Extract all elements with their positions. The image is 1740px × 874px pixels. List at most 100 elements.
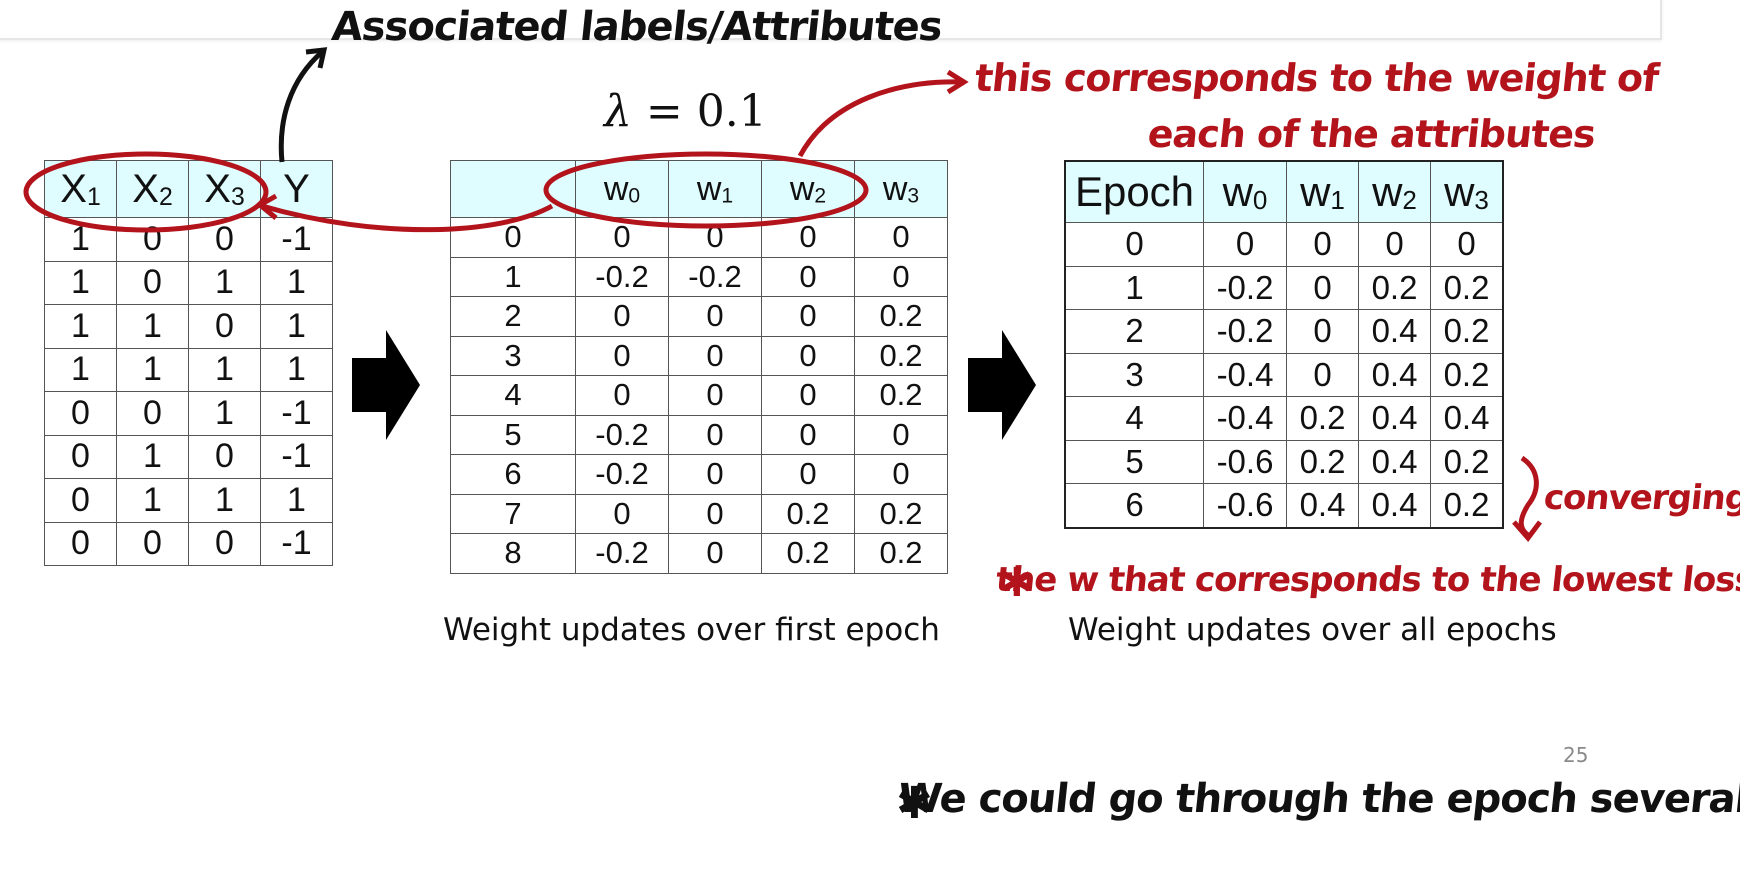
table-cell: 1	[116, 434, 189, 479]
column-header: w0	[1203, 160, 1287, 223]
table-cell: 0.2	[854, 375, 948, 416]
table-cell: 0	[1286, 222, 1359, 267]
table-cell: 0	[1286, 352, 1359, 397]
table-cell: 0.2	[761, 533, 855, 574]
table-cell: 0	[44, 434, 117, 479]
table-cell: 7	[450, 493, 576, 534]
table-cell: -0.4	[1203, 396, 1287, 441]
table-cell: -0.6	[1203, 439, 1287, 484]
table-cell: 0.2	[1430, 309, 1504, 354]
table-cell: 0	[668, 454, 762, 495]
table-cell: 1	[450, 256, 576, 297]
table-cell: -0.2	[575, 533, 669, 574]
table-cell: 0	[854, 454, 948, 495]
table-cell: 0.4	[1358, 396, 1431, 441]
table-cell: 0.2	[854, 335, 948, 376]
lowest-loss-note: the w that corresponds to the lowest los…	[993, 560, 1740, 600]
table-cell: -1	[260, 521, 333, 566]
column-header: w3	[854, 160, 948, 218]
table-cell: 0	[1358, 222, 1431, 267]
header-subscript: 0	[628, 184, 641, 208]
table-cell: 1	[44, 347, 117, 392]
table-cell: 1	[116, 347, 189, 392]
table-cell: 0.2	[1430, 352, 1504, 397]
table-cell: 2	[450, 296, 576, 337]
lambda-equation: λ = 0.1	[604, 86, 767, 137]
labels-attributes-note: Associated labels/Attributes	[329, 4, 945, 50]
table-cell: 0	[668, 335, 762, 376]
table-cell: 0	[668, 414, 762, 455]
table-cell: 0.2	[761, 493, 855, 534]
table-cell: 0	[761, 256, 855, 297]
table-cell: -1	[260, 217, 333, 262]
table-cell: 0	[1064, 222, 1204, 267]
header-label: Epoch	[1074, 167, 1195, 215]
header-subscript: 1	[721, 184, 734, 208]
table-cell: 1	[260, 347, 333, 392]
table-cell: 0	[761, 414, 855, 455]
table-cell: 0	[116, 391, 189, 436]
header-subscript: 1	[1330, 185, 1345, 216]
table-cell: 0.2	[1430, 483, 1504, 528]
table-cell: 0.4	[1358, 352, 1431, 397]
header-subscript: 3	[907, 184, 920, 208]
x-columns-circle	[23, 151, 269, 233]
table-cell: 1	[260, 260, 333, 305]
table-cell: 2	[1064, 309, 1204, 354]
table-cell: 1	[188, 260, 261, 305]
table-cell: 6	[1064, 483, 1204, 528]
header-label: w	[1222, 167, 1253, 215]
table-cell: 8	[450, 533, 576, 574]
header-label: w	[696, 169, 722, 208]
table-cell: 0.2	[1358, 265, 1431, 310]
table-cell: 0	[44, 391, 117, 436]
star-icon: ✱	[896, 778, 933, 829]
header-label: w	[603, 169, 629, 208]
weights-to-x-arrowhead	[255, 193, 278, 220]
column-header: X1	[44, 160, 117, 218]
header-label: X	[204, 166, 231, 211]
table-cell: -0.2	[575, 256, 669, 297]
header-label: X	[132, 166, 159, 211]
table-cell: 0	[854, 256, 948, 297]
header-subscript: 1	[86, 183, 101, 211]
table-cell: 0	[188, 304, 261, 349]
page-number: 25	[1563, 743, 1589, 767]
table-cell: 4	[1064, 396, 1204, 441]
arrow-right-icon	[968, 330, 1036, 440]
table-cell: 0.4	[1430, 396, 1504, 441]
table-cell: 1	[260, 304, 333, 349]
table-cell: 0	[44, 478, 117, 523]
table-cell: 0.4	[1358, 439, 1431, 484]
table-cell: -0.6	[1203, 483, 1287, 528]
table-cell: 0	[854, 414, 948, 455]
header-subscript: 3	[1474, 185, 1489, 216]
table-cell: 0	[116, 260, 189, 305]
table-cell: 0	[668, 375, 762, 416]
weights-to-x-arrow	[261, 203, 554, 233]
header-subscript: 0	[1252, 185, 1268, 216]
table-cell: 3	[1064, 352, 1204, 397]
table-cell: 0	[44, 521, 117, 566]
table-cell: 0.2	[854, 493, 948, 534]
table-cell: 0	[116, 521, 189, 566]
table-cell: 0	[1430, 222, 1504, 267]
table-cell: 6	[450, 454, 576, 495]
converging-note: converging	[1541, 478, 1740, 518]
table-cell: 0.2	[1430, 265, 1504, 310]
